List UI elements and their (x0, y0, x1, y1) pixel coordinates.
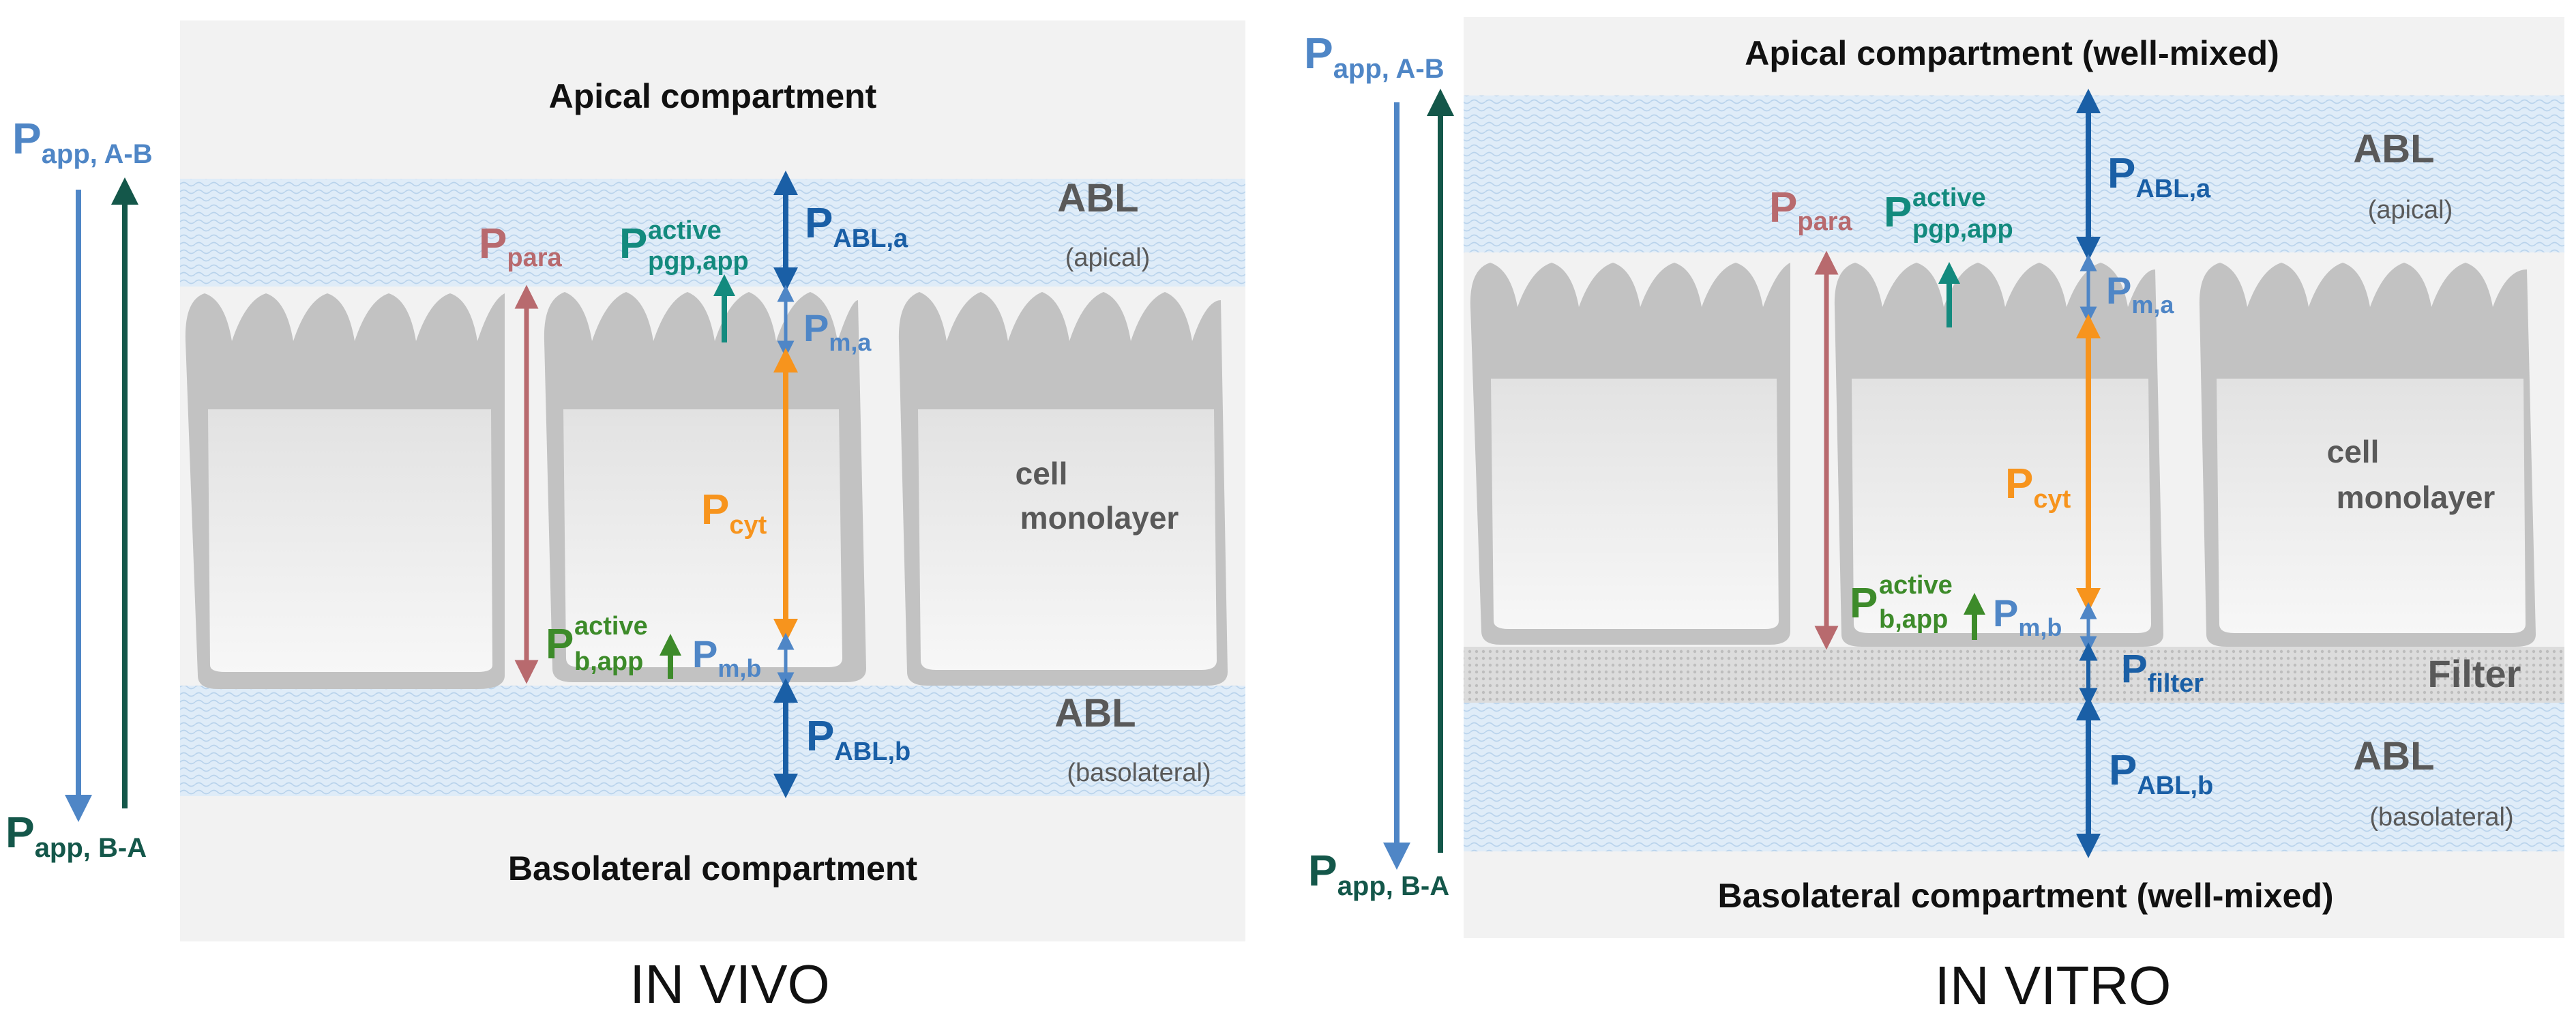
vivo-p-para-label: Ppara (479, 220, 562, 272)
svg-text:Papp, A-B: Papp, A-B (12, 114, 153, 169)
svg-text:active: active (574, 612, 648, 641)
vitro-p-abl-b-label: PABL,b (2109, 747, 2213, 800)
svg-text:b,app: b,app (1879, 605, 1948, 634)
svg-text:active: active (1912, 184, 1986, 212)
vivo-cell-label-1: cell (1016, 456, 1068, 491)
svg-text:pgp,app: pgp,app (1912, 215, 2013, 244)
vivo-papp-ba-label: Papp, B-A (5, 808, 147, 863)
vitro-filter-band (1464, 647, 2564, 703)
vitro-caption: IN VITRO (1935, 955, 2172, 1016)
vitro-abl-apical-sub: (apical) (2368, 196, 2453, 224)
vivo-abl-basolateral-band (180, 686, 1245, 796)
vivo-cell-right (898, 292, 1228, 686)
svg-text:Papp, B-A: Papp, B-A (1308, 846, 1449, 901)
vivo-abl-basolateral-label: ABL (1054, 691, 1136, 735)
vivo-abl-apical-sub: (apical) (1065, 244, 1151, 272)
vivo-p-abl-a-label: PABL,a (805, 200, 908, 253)
vitro-p-m-b-label: Pm,b (1993, 591, 2062, 641)
vivo-apical-title: Apical compartment (549, 77, 877, 115)
vitro-p-abl-a-label: PABL,a (2107, 150, 2211, 203)
vitro-cell-label-1: cell (2327, 434, 2380, 469)
vitro-p-cyt-label: Pcyt (2005, 460, 2071, 514)
svg-text:Pm,a: Pm,a (2106, 269, 2174, 319)
vivo-basolateral-title: Basolateral compartment (508, 849, 918, 888)
vitro-abl-apical-label: ABL (2353, 127, 2434, 171)
svg-text:PABL,a: PABL,a (805, 200, 908, 253)
vitro-papp-ab-label: Papp, A-B (1304, 29, 1445, 84)
vivo-p-pgp-label: P active pgp,app (619, 216, 749, 276)
svg-text:P: P (619, 220, 647, 267)
vivo-p-m-b-label: Pm,b (692, 632, 761, 682)
vivo-abl-apical-label: ABL (1057, 176, 1138, 220)
vitro-p-para-label: Ppara (1769, 184, 1852, 236)
svg-text:Papp, A-B: Papp, A-B (1304, 29, 1445, 84)
vivo-abl-basolateral-sub: (basolateral) (1067, 759, 1211, 787)
svg-text:Ppara: Ppara (479, 220, 562, 272)
vitro-abl-basolateral-band (1464, 703, 2564, 851)
svg-text:active: active (1879, 571, 1953, 600)
vivo-cell-label-2: monolayer (1020, 500, 1179, 536)
vivo-p-m-a-label: Pm,a (803, 306, 872, 356)
vitro-papp-ba-label: Papp, B-A (1308, 846, 1449, 901)
panel-in-vitro: Apical compartment (well-mixed) Basolate… (1304, 17, 2564, 1016)
vivo-cell-left (185, 293, 505, 689)
vivo-caption: IN VIVO (630, 954, 829, 1014)
svg-text:Ppara: Ppara (1769, 184, 1852, 236)
vitro-abl-basolateral-label: ABL (2353, 734, 2434, 778)
svg-text:P: P (546, 621, 574, 668)
svg-text:PABL,b: PABL,b (806, 713, 911, 766)
svg-text:Pm,b: Pm,b (1993, 591, 2062, 641)
vivo-abl-apical-band (180, 179, 1245, 287)
vitro-p-m-a-label: Pm,a (2106, 269, 2174, 319)
vitro-abl-apical-band (1464, 96, 2564, 252)
svg-text:PABL,b: PABL,b (2109, 747, 2213, 800)
vitro-cell-right (2199, 263, 2536, 647)
svg-text:PABL,a: PABL,a (2107, 150, 2211, 203)
svg-text:b,app: b,app (574, 647, 643, 676)
svg-text:Pfilter: Pfilter (2121, 647, 2204, 698)
panel-in-vivo: Apical compartment Basolateral compartme… (5, 20, 1245, 1014)
svg-text:Pcyt: Pcyt (701, 486, 767, 540)
vivo-papp-ab-label: Papp, A-B (12, 114, 153, 169)
vivo-p-b-active-label: P active b,app (546, 612, 648, 676)
svg-text:pgp,app: pgp,app (648, 247, 749, 276)
vitro-filter-label: Filter (2428, 652, 2521, 695)
vitro-cell-left (1470, 263, 1790, 645)
svg-text:active: active (648, 216, 722, 245)
vitro-basolateral-title: Basolateral compartment (well-mixed) (1717, 877, 2333, 915)
vitro-p-b-active-label: P active b,app (1850, 571, 1953, 634)
svg-text:Pcyt: Pcyt (2005, 460, 2071, 514)
svg-text:Pm,a: Pm,a (803, 306, 872, 356)
svg-text:P: P (1884, 189, 1912, 236)
vitro-apical-title: Apical compartment (well-mixed) (1745, 34, 2279, 72)
vitro-abl-basolateral-sub: (basolateral) (2369, 803, 2513, 832)
svg-text:Papp, B-A: Papp, B-A (5, 808, 147, 863)
svg-text:Pm,b: Pm,b (692, 632, 761, 682)
vitro-p-pgp-label: P active pgp,app (1884, 184, 2013, 244)
svg-text:P: P (1850, 580, 1878, 627)
vivo-p-abl-b-label: PABL,b (806, 713, 911, 766)
vitro-cell-label-2: monolayer (2337, 480, 2496, 515)
vitro-p-filter-label: Pfilter (2121, 647, 2204, 698)
vivo-p-cyt-label: Pcyt (701, 486, 767, 540)
